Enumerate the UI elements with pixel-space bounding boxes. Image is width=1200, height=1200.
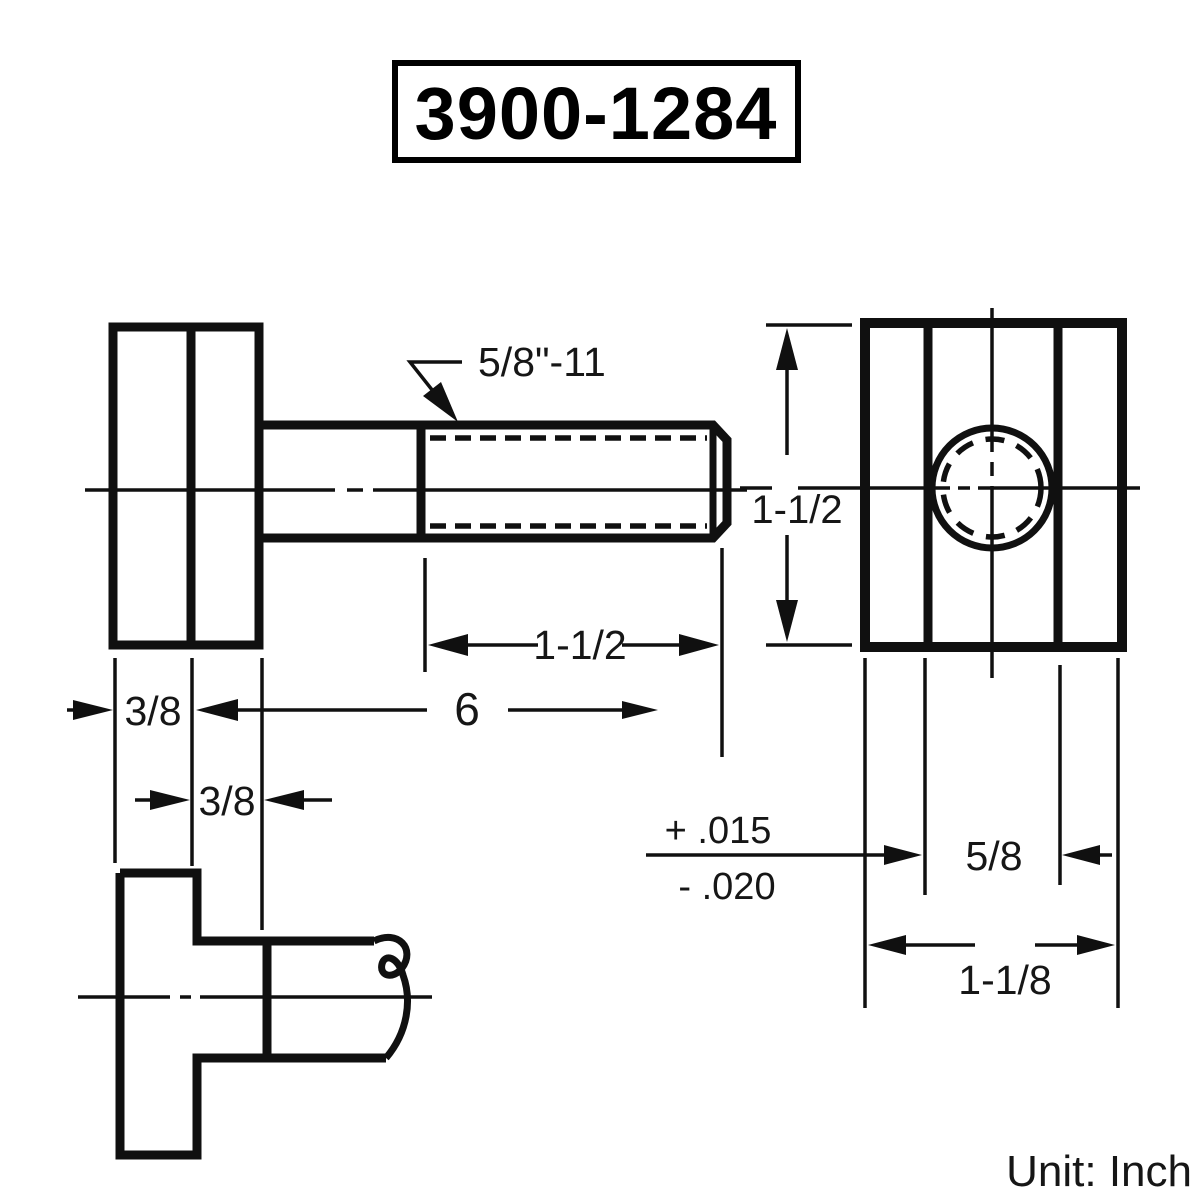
- profile-outline-bottom: [115, 873, 386, 1160]
- head-end-view: 1-1/2 + .015 - .020 5/8 1-1/8: [646, 308, 1140, 1008]
- head-profile-view: [78, 868, 432, 1160]
- tolerance-minus-label: - .020: [678, 866, 775, 908]
- part-number-label: 3900-1284: [415, 72, 778, 155]
- bolt-shank-outline: [259, 420, 732, 543]
- shank-break-line: [372, 933, 411, 1061]
- slot-width-dim-label: 5/8: [966, 833, 1023, 879]
- head-height-dimension: 1-1/2: [751, 323, 852, 647]
- thread-spec-arrowhead: [423, 382, 458, 422]
- tolerance-plus-label: + .015: [665, 810, 772, 852]
- head-height-dim-label: 1-1/2: [751, 488, 842, 532]
- neck-thickness-dim-label: 3/8: [199, 778, 256, 824]
- profile-outline-top: [120, 868, 374, 946]
- bolt-side-view: 5/8"-11 1-1/2 6 3/8: [67, 322, 747, 930]
- slot-width-dimension: + .015 - .020 5/8: [646, 810, 1112, 908]
- bolt-head-outline: [108, 322, 264, 650]
- neck-thickness-dimension: 3/8: [135, 778, 332, 824]
- thread-spec-label: 5/8"-11: [478, 339, 606, 385]
- flange-thickness-dimension: 3/8: [67, 688, 182, 734]
- head-width-dim-label: 1-1/8: [958, 957, 1051, 1003]
- unit-label: Unit: Inch: [1006, 1147, 1192, 1196]
- overall-length-dim-label: 6: [454, 683, 480, 735]
- thread-length-dimension: 1-1/2: [423, 548, 724, 757]
- head-width-dimension: 1-1/8: [868, 935, 1115, 1003]
- title-box: 3900-1284: [392, 60, 801, 163]
- thread-spec-callout: 5/8"-11: [406, 339, 606, 422]
- flange-thickness-dim-label: 3/8: [125, 688, 182, 734]
- title-box-border: [392, 60, 801, 163]
- overall-length-dimension: 6: [196, 683, 658, 735]
- thread-length-dim-label: 1-1/2: [533, 622, 626, 668]
